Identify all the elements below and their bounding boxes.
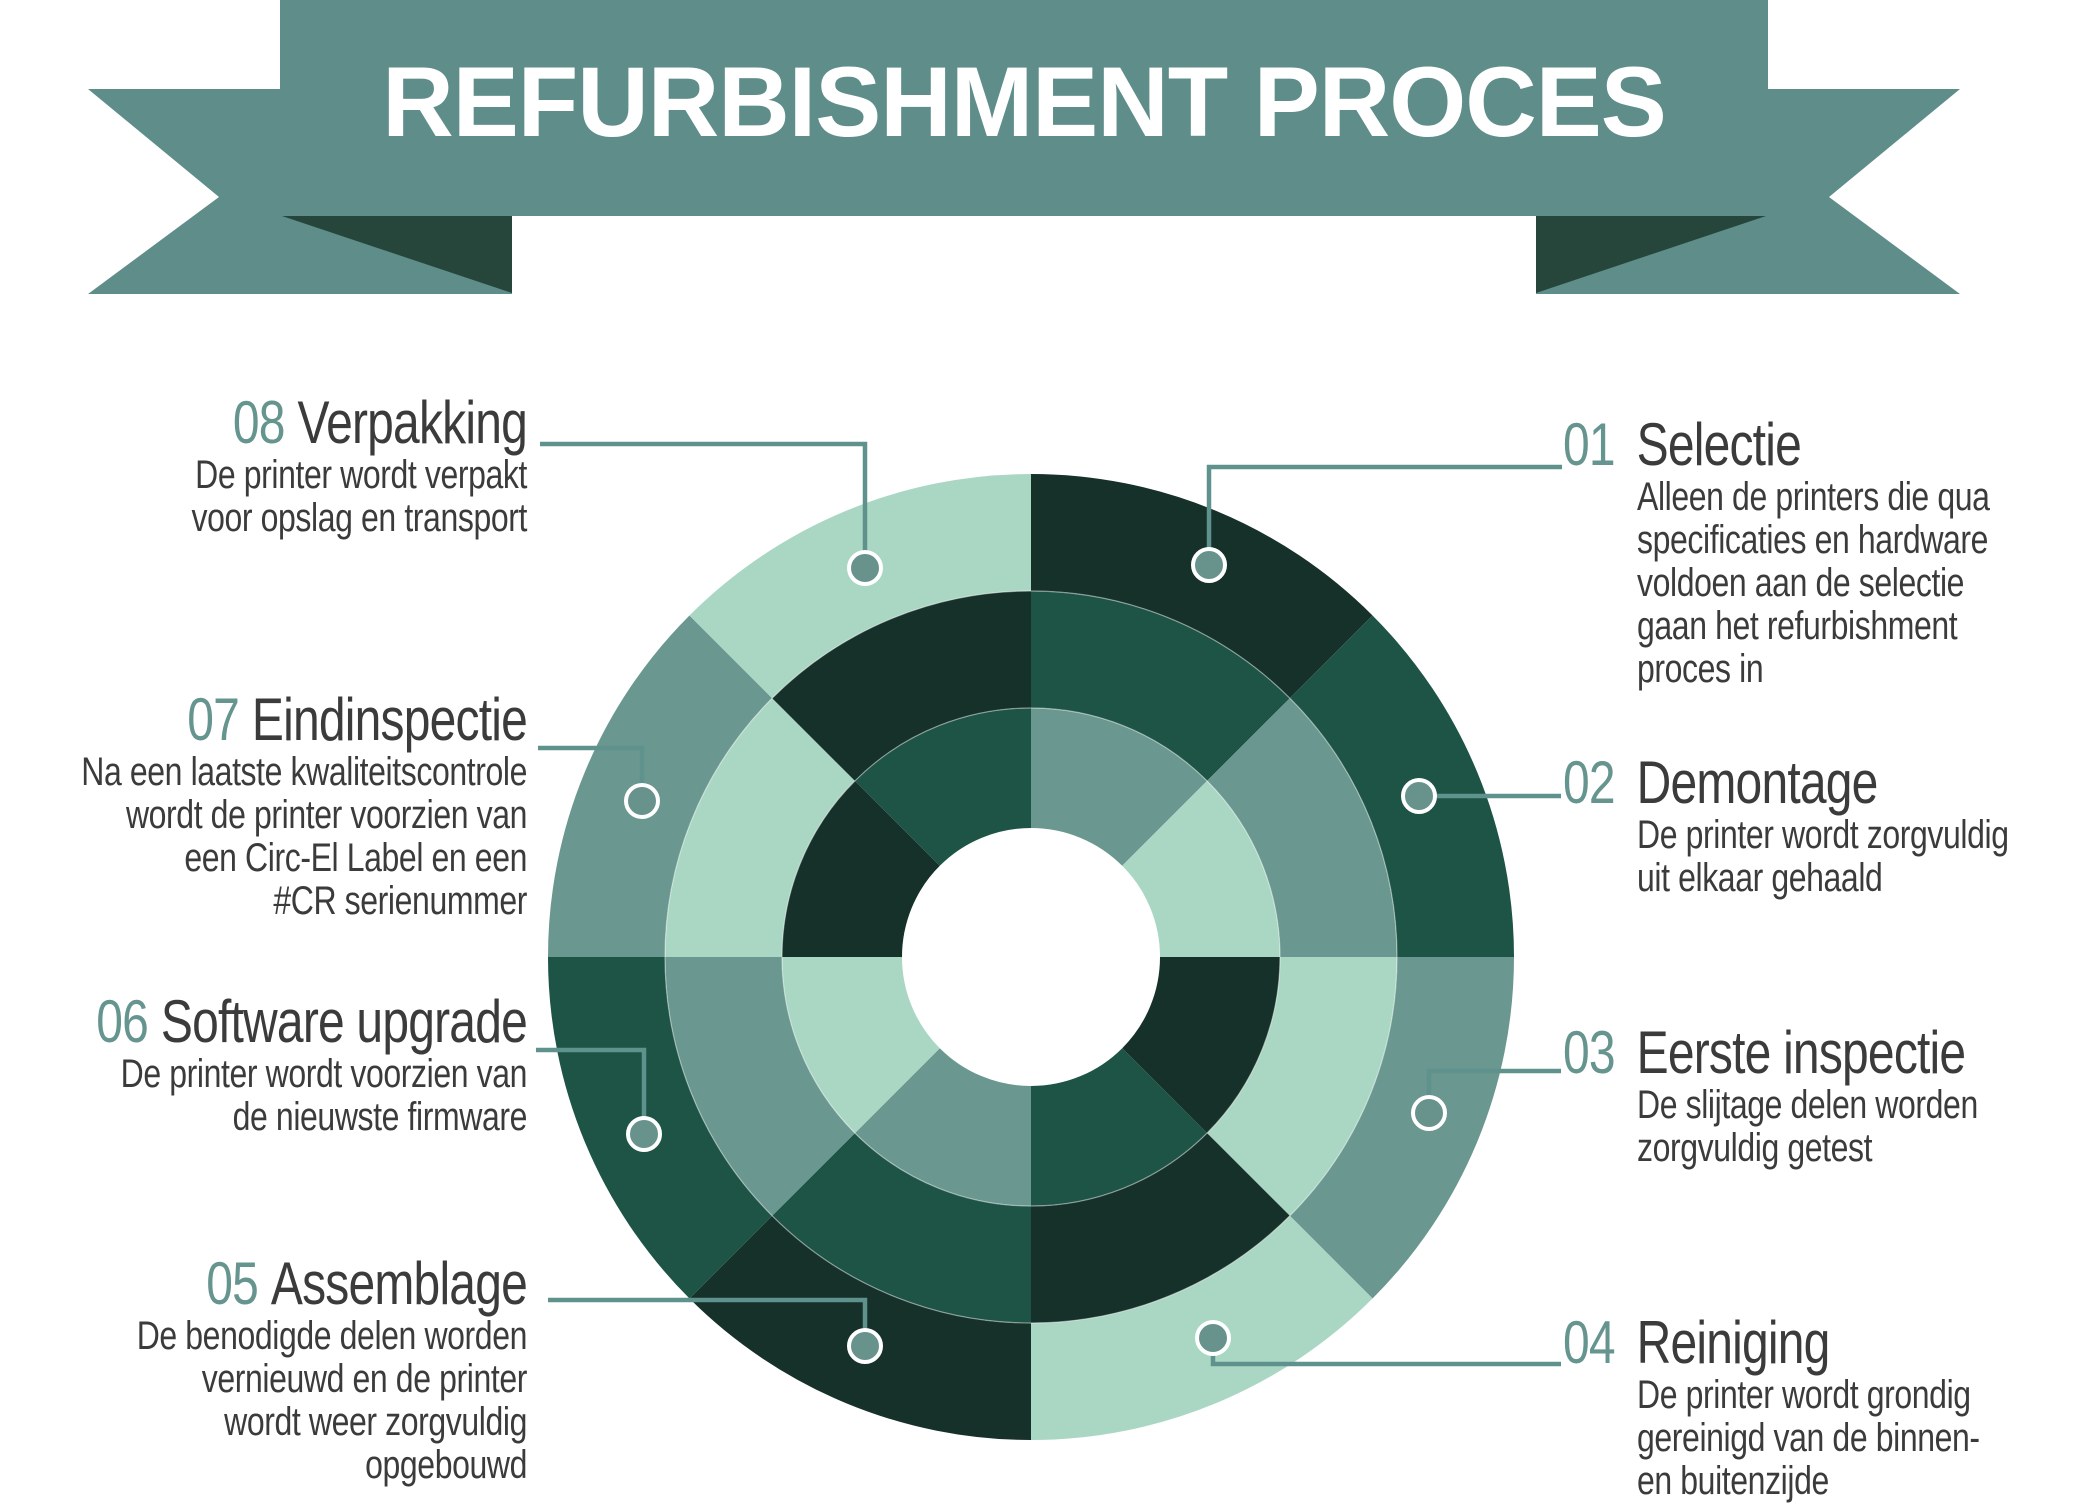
wheel-segment-ring2-octant2 bbox=[1207, 698, 1397, 957]
wheel-segment-ring1-octant8 bbox=[689, 474, 1031, 699]
connector-line-06 bbox=[536, 1047, 647, 1134]
wheel-ring-separator-outer bbox=[664, 590, 1398, 1324]
wheel-segment-ring2-octant6 bbox=[665, 957, 855, 1216]
step-number: 02 bbox=[1563, 749, 1616, 816]
step-title: Reiniging bbox=[1636, 1309, 1831, 1376]
step-description: De printer wordt grondig gereinigd van d… bbox=[1637, 1373, 1980, 1503]
step-heading: 01 Selectie bbox=[1563, 414, 2011, 476]
wheel-segment-ring3-octant2 bbox=[1122, 780, 1280, 957]
banner-ribbon-body bbox=[280, 0, 1768, 216]
step-number: 01 bbox=[1563, 411, 1616, 478]
step-title: Eerste inspectie bbox=[1636, 1019, 1967, 1086]
wheel-segment-ring3-octant7 bbox=[782, 780, 940, 957]
step-description: De printer wordt verpakt voor opslag en … bbox=[191, 453, 528, 540]
connector-line-08 bbox=[540, 441, 868, 568]
connector-dot-08 bbox=[847, 550, 883, 586]
connector-dot-07 bbox=[624, 783, 660, 819]
step-heading: 04 Reiniging bbox=[1563, 1312, 2011, 1374]
wheel-segment-ring3-octant6 bbox=[782, 957, 940, 1134]
step-title: Verpakking bbox=[297, 389, 528, 456]
connector-line-01 bbox=[1206, 464, 1562, 565]
wheel-segment-ring2-octant5 bbox=[772, 1133, 1031, 1323]
step-title: Selectie bbox=[1636, 411, 1802, 478]
connector-dot-05 bbox=[847, 1328, 883, 1364]
wheel-segment-ring3-octant4 bbox=[1031, 1048, 1208, 1206]
step-description: Alleen de printers die qua specificaties… bbox=[1637, 475, 1990, 691]
step-04-reiniging: 04 Reiniging De printer wordt grondig ger… bbox=[1563, 1312, 2098, 1503]
wheel-segment-ring3-octant8 bbox=[854, 707, 1031, 866]
step-02-demontage: 02 Demontage De printer wordt zorgvuldig … bbox=[1563, 752, 2098, 900]
step-number: 05 bbox=[206, 1250, 259, 1317]
wheel-segment-ring1-octant2 bbox=[1289, 615, 1514, 957]
step-number: 04 bbox=[1563, 1309, 1616, 1376]
step-description: De printer wordt voorzien van de nieuwst… bbox=[120, 1052, 528, 1139]
connector-dot-03 bbox=[1411, 1095, 1447, 1131]
wheel-segment-ring3-octant5 bbox=[854, 1048, 1031, 1206]
connector-dot-06 bbox=[626, 1116, 662, 1152]
wheel-segment-ring2-octant8 bbox=[772, 591, 1031, 781]
banner-title: REFURBISHMENT PROCES bbox=[382, 46, 1667, 157]
wheel-ring-separator-inner bbox=[781, 707, 1281, 1207]
step-title: Software upgrade bbox=[160, 988, 528, 1055]
step-description: Na een laatste kwaliteitscontrole wordt … bbox=[81, 750, 527, 923]
connector-dot-01 bbox=[1191, 547, 1227, 583]
step-heading: 03 Eerste inspectie bbox=[1563, 1022, 2011, 1084]
step-01-selectie: 01 Selectie Alleen de printers die qua sp… bbox=[1563, 414, 2098, 691]
step-number: 07 bbox=[187, 686, 240, 753]
step-description: De benodigde delen worden vernieuwd en d… bbox=[136, 1314, 528, 1487]
step-number: 03 bbox=[1563, 1019, 1616, 1086]
wheel-segment-ring2-octant4 bbox=[1031, 1133, 1290, 1323]
step-description: De slijtage delen worden zorgvuldig gete… bbox=[1637, 1083, 1978, 1170]
step-title: Demontage bbox=[1636, 749, 1879, 816]
banner-ribbon-left-fold bbox=[282, 216, 512, 293]
wheel-segment-ring1-octant7 bbox=[548, 615, 773, 957]
step-03-eerste-inspectie: 03 Eerste inspectie De slijtage delen wor… bbox=[1563, 1022, 2098, 1170]
wheel-segment-ring3-octant3 bbox=[1122, 957, 1281, 1134]
connector-dot-04 bbox=[1195, 1320, 1231, 1356]
wheel-segment-ring2-octant1 bbox=[1031, 591, 1290, 781]
step-number: 08 bbox=[232, 389, 286, 456]
wheel-segment-ring1-octant3 bbox=[1289, 957, 1514, 1299]
step-heading: 02 Demontage bbox=[1563, 752, 2011, 814]
wheel-segment-ring2-octant7 bbox=[665, 698, 855, 957]
wheel-segment-ring3-octant1 bbox=[1031, 708, 1208, 866]
step-description: De printer wordt zorgvuldig uit elkaar g… bbox=[1637, 813, 2009, 900]
step-title: Eindinspectie bbox=[251, 686, 528, 753]
step-number: 06 bbox=[96, 988, 149, 1055]
wheel-segment-ring1-octant5 bbox=[689, 1215, 1031, 1440]
wheel-segment-ring1-octant1 bbox=[1031, 474, 1373, 699]
step-title: Assemblage bbox=[270, 1250, 528, 1317]
banner-ribbon-right-fold bbox=[1536, 216, 1766, 293]
wheel-segment-ring2-octant3 bbox=[1207, 957, 1397, 1216]
connector-dot-02 bbox=[1401, 778, 1437, 814]
